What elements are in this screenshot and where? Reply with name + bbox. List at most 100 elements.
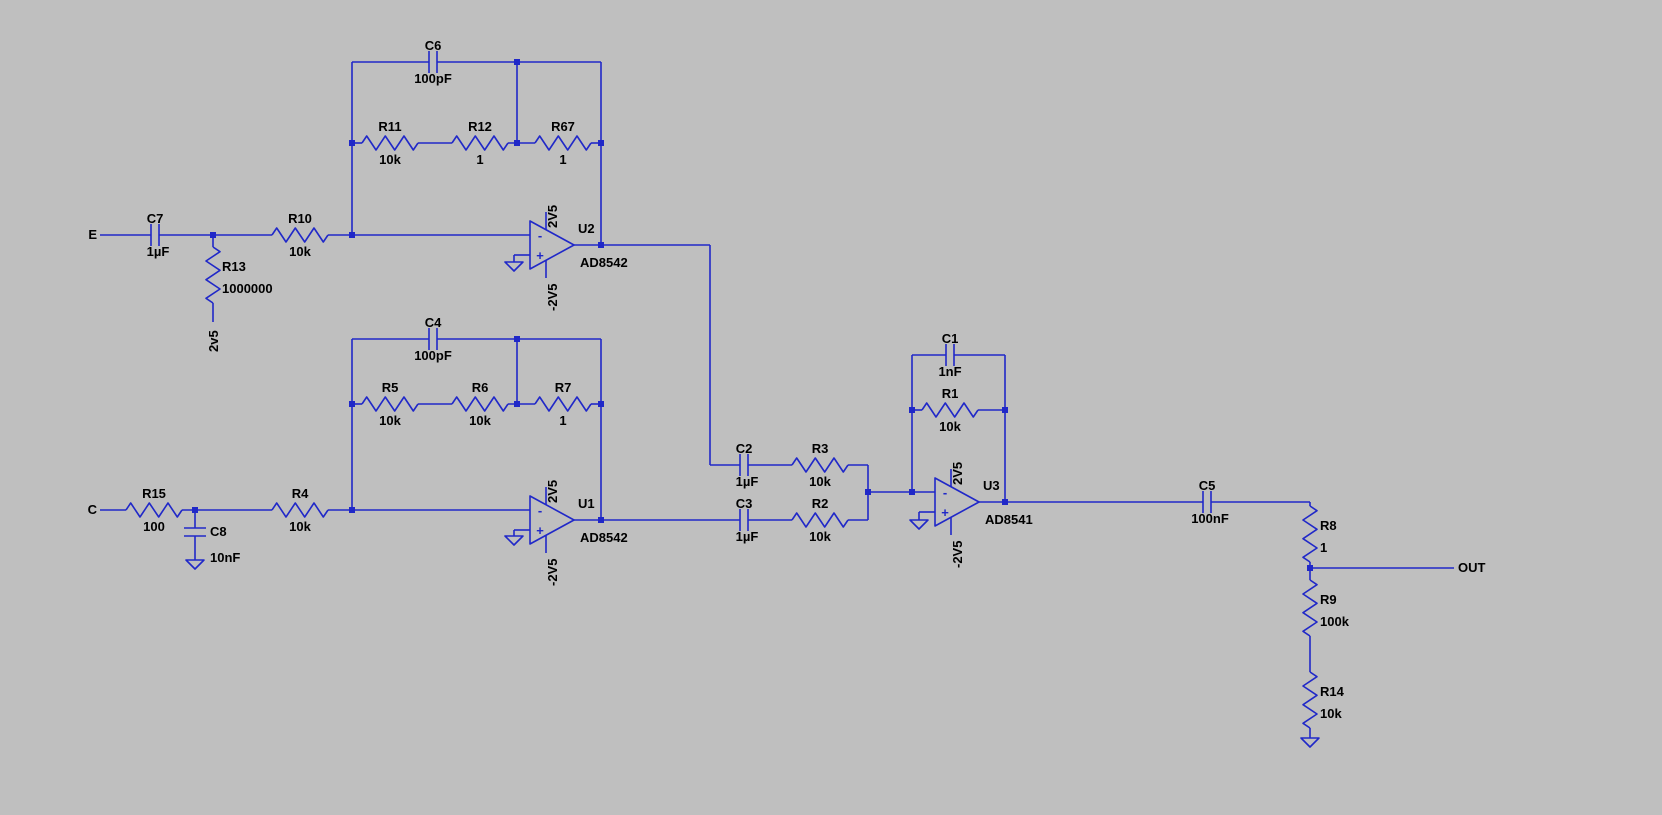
resistor-R1[interactable]: R1 10k — [921, 386, 979, 434]
opamp-U2[interactable]: - + U2 AD8542 2V5 -2V5 — [529, 205, 628, 311]
R10-ref-label[interactable]: R10 — [288, 211, 312, 226]
C7-value-label[interactable]: 1µF — [147, 244, 170, 259]
C2-value-label[interactable]: 1µF — [736, 474, 759, 489]
C4-ref-label[interactable]: C4 — [425, 315, 442, 330]
R3-value-label[interactable]: 10k — [809, 474, 831, 489]
U1-ref-label[interactable]: U1 — [578, 496, 595, 511]
capacitor-symbol[interactable] — [739, 508, 749, 532]
C1-value-label[interactable]: 1nF — [938, 364, 961, 379]
capacitor-symbol[interactable] — [428, 327, 438, 351]
opamp-triangle[interactable] — [529, 495, 575, 545]
U1-part-label[interactable]: AD8542 — [580, 530, 628, 545]
capacitor-symbol[interactable] — [150, 223, 160, 247]
capacitor-symbol[interactable] — [183, 527, 207, 537]
R67-ref-label[interactable]: R67 — [551, 119, 575, 134]
U3-vminus-label[interactable]: -2V5 — [950, 541, 965, 568]
R1-value-label[interactable]: 10k — [939, 419, 961, 434]
C3-ref-label[interactable]: C3 — [736, 496, 753, 511]
resistor-R3[interactable]: R3 10k — [791, 441, 849, 489]
R9-value-label[interactable]: 100k — [1320, 614, 1350, 629]
resistor-symbol[interactable] — [361, 396, 419, 412]
C5-ref-label[interactable]: C5 — [1199, 478, 1216, 493]
resistor-symbol[interactable] — [451, 396, 509, 412]
R11-ref-label[interactable]: R11 — [378, 119, 401, 134]
opamp-U1[interactable]: - + U1 AD8542 2V5 -2V5 — [529, 480, 628, 586]
R10-value-label[interactable]: 10k — [289, 244, 311, 259]
resistor-symbol[interactable] — [361, 135, 419, 151]
R14-ref-label[interactable]: R14 — [1320, 684, 1345, 699]
R12-ref-label[interactable]: R12 — [468, 119, 492, 134]
ground-icon[interactable] — [504, 261, 524, 272]
resistor-R10[interactable]: R10 10k — [271, 211, 329, 259]
R13-ref-label[interactable]: R13 — [222, 259, 246, 274]
C6-value-label[interactable]: 100pF — [414, 71, 452, 86]
resistor-R8[interactable]: R8 1 — [1302, 505, 1337, 563]
C1-ref-label[interactable]: C1 — [942, 331, 959, 346]
port-label-OUT[interactable]: OUT — [1458, 560, 1486, 575]
resistor-symbol[interactable] — [1302, 579, 1318, 637]
U1-vminus-label[interactable]: -2V5 — [545, 559, 560, 586]
capacitor-symbol[interactable] — [428, 50, 438, 74]
C5-value-label[interactable]: 100nF — [1191, 511, 1229, 526]
port-label-C[interactable]: C — [88, 502, 98, 517]
R11-value-label[interactable]: 10k — [379, 152, 401, 167]
resistor-symbol[interactable] — [1302, 671, 1318, 729]
R7-value-label[interactable]: 1 — [559, 413, 566, 428]
resistor-symbol[interactable] — [271, 502, 329, 518]
R4-value-label[interactable]: 10k — [289, 519, 311, 534]
R6-value-label[interactable]: 10k — [469, 413, 491, 428]
U2-part-label[interactable]: AD8542 — [580, 255, 628, 270]
R9-ref-label[interactable]: R9 — [1320, 592, 1337, 607]
R15-value-label[interactable]: 100 — [143, 519, 165, 534]
capacitor-symbol[interactable] — [1202, 490, 1212, 514]
R3-ref-label[interactable]: R3 — [812, 441, 829, 456]
capacitor-C4[interactable]: C4 100pF — [414, 315, 452, 363]
C8-ref-label[interactable]: C8 — [210, 524, 227, 539]
R5-value-label[interactable]: 10k — [379, 413, 401, 428]
resistor-R7[interactable]: R7 1 — [534, 380, 592, 428]
opamp-U3[interactable]: - + U3 AD8541 2V5 -2V5 — [934, 462, 1033, 568]
R8-value-label[interactable]: 1 — [1320, 540, 1327, 555]
capacitor-C8[interactable]: C8 10nF — [183, 524, 240, 565]
U2-ref-label[interactable]: U2 — [578, 221, 595, 236]
U1-vplus-label[interactable]: 2V5 — [545, 480, 560, 503]
R8-ref-label[interactable]: R8 — [1320, 518, 1337, 533]
ground-icon[interactable] — [1300, 737, 1320, 748]
U3-ref-label[interactable]: U3 — [983, 478, 1000, 493]
capacitor-symbol[interactable] — [945, 343, 955, 367]
resistor-R12[interactable]: R12 1 — [451, 119, 509, 167]
U3-vplus-label[interactable]: 2V5 — [950, 462, 965, 485]
wires[interactable] — [100, 61, 1454, 738]
resistor-R15[interactable]: R15 100 — [125, 486, 183, 534]
resistor-symbol[interactable] — [791, 512, 849, 528]
C7-ref-label[interactable]: C7 — [147, 211, 164, 226]
ground-icon[interactable] — [185, 559, 205, 570]
capacitor-symbol[interactable] — [739, 453, 749, 477]
C8-value-label[interactable]: 10nF — [210, 550, 240, 565]
capacitor-C7[interactable]: C7 1µF — [147, 211, 170, 259]
resistor-symbol[interactable] — [534, 135, 592, 151]
C3-value-label[interactable]: 1µF — [736, 529, 759, 544]
capacitor-C2[interactable]: C2 1µF — [736, 441, 759, 489]
resistor-R5[interactable]: R5 10k — [361, 380, 419, 428]
U3-part-label[interactable]: AD8541 — [985, 512, 1033, 527]
resistor-symbol[interactable] — [1302, 505, 1318, 563]
capacitor-C1[interactable]: C1 1nF — [938, 331, 961, 379]
resistor-symbol[interactable] — [534, 396, 592, 412]
resistor-R14[interactable]: R14 10k — [1302, 671, 1345, 729]
opamp-triangle[interactable] — [934, 477, 980, 527]
resistor-symbol[interactable] — [451, 135, 509, 151]
R2-ref-label[interactable]: R2 — [812, 496, 829, 511]
R15-ref-label[interactable]: R15 — [142, 486, 166, 501]
R4-ref-label[interactable]: R4 — [292, 486, 309, 501]
resistor-R6[interactable]: R6 10k — [451, 380, 509, 428]
net-label-2v5[interactable]: 2v5 — [206, 330, 221, 352]
resistor-symbol[interactable] — [921, 402, 979, 418]
resistor-symbol[interactable] — [271, 227, 329, 243]
ground-icon[interactable] — [504, 535, 524, 546]
R14-value-label[interactable]: 10k — [1320, 706, 1342, 721]
R7-ref-label[interactable]: R7 — [555, 380, 572, 395]
resistor-R4[interactable]: R4 10k — [271, 486, 329, 534]
R6-ref-label[interactable]: R6 — [472, 380, 489, 395]
